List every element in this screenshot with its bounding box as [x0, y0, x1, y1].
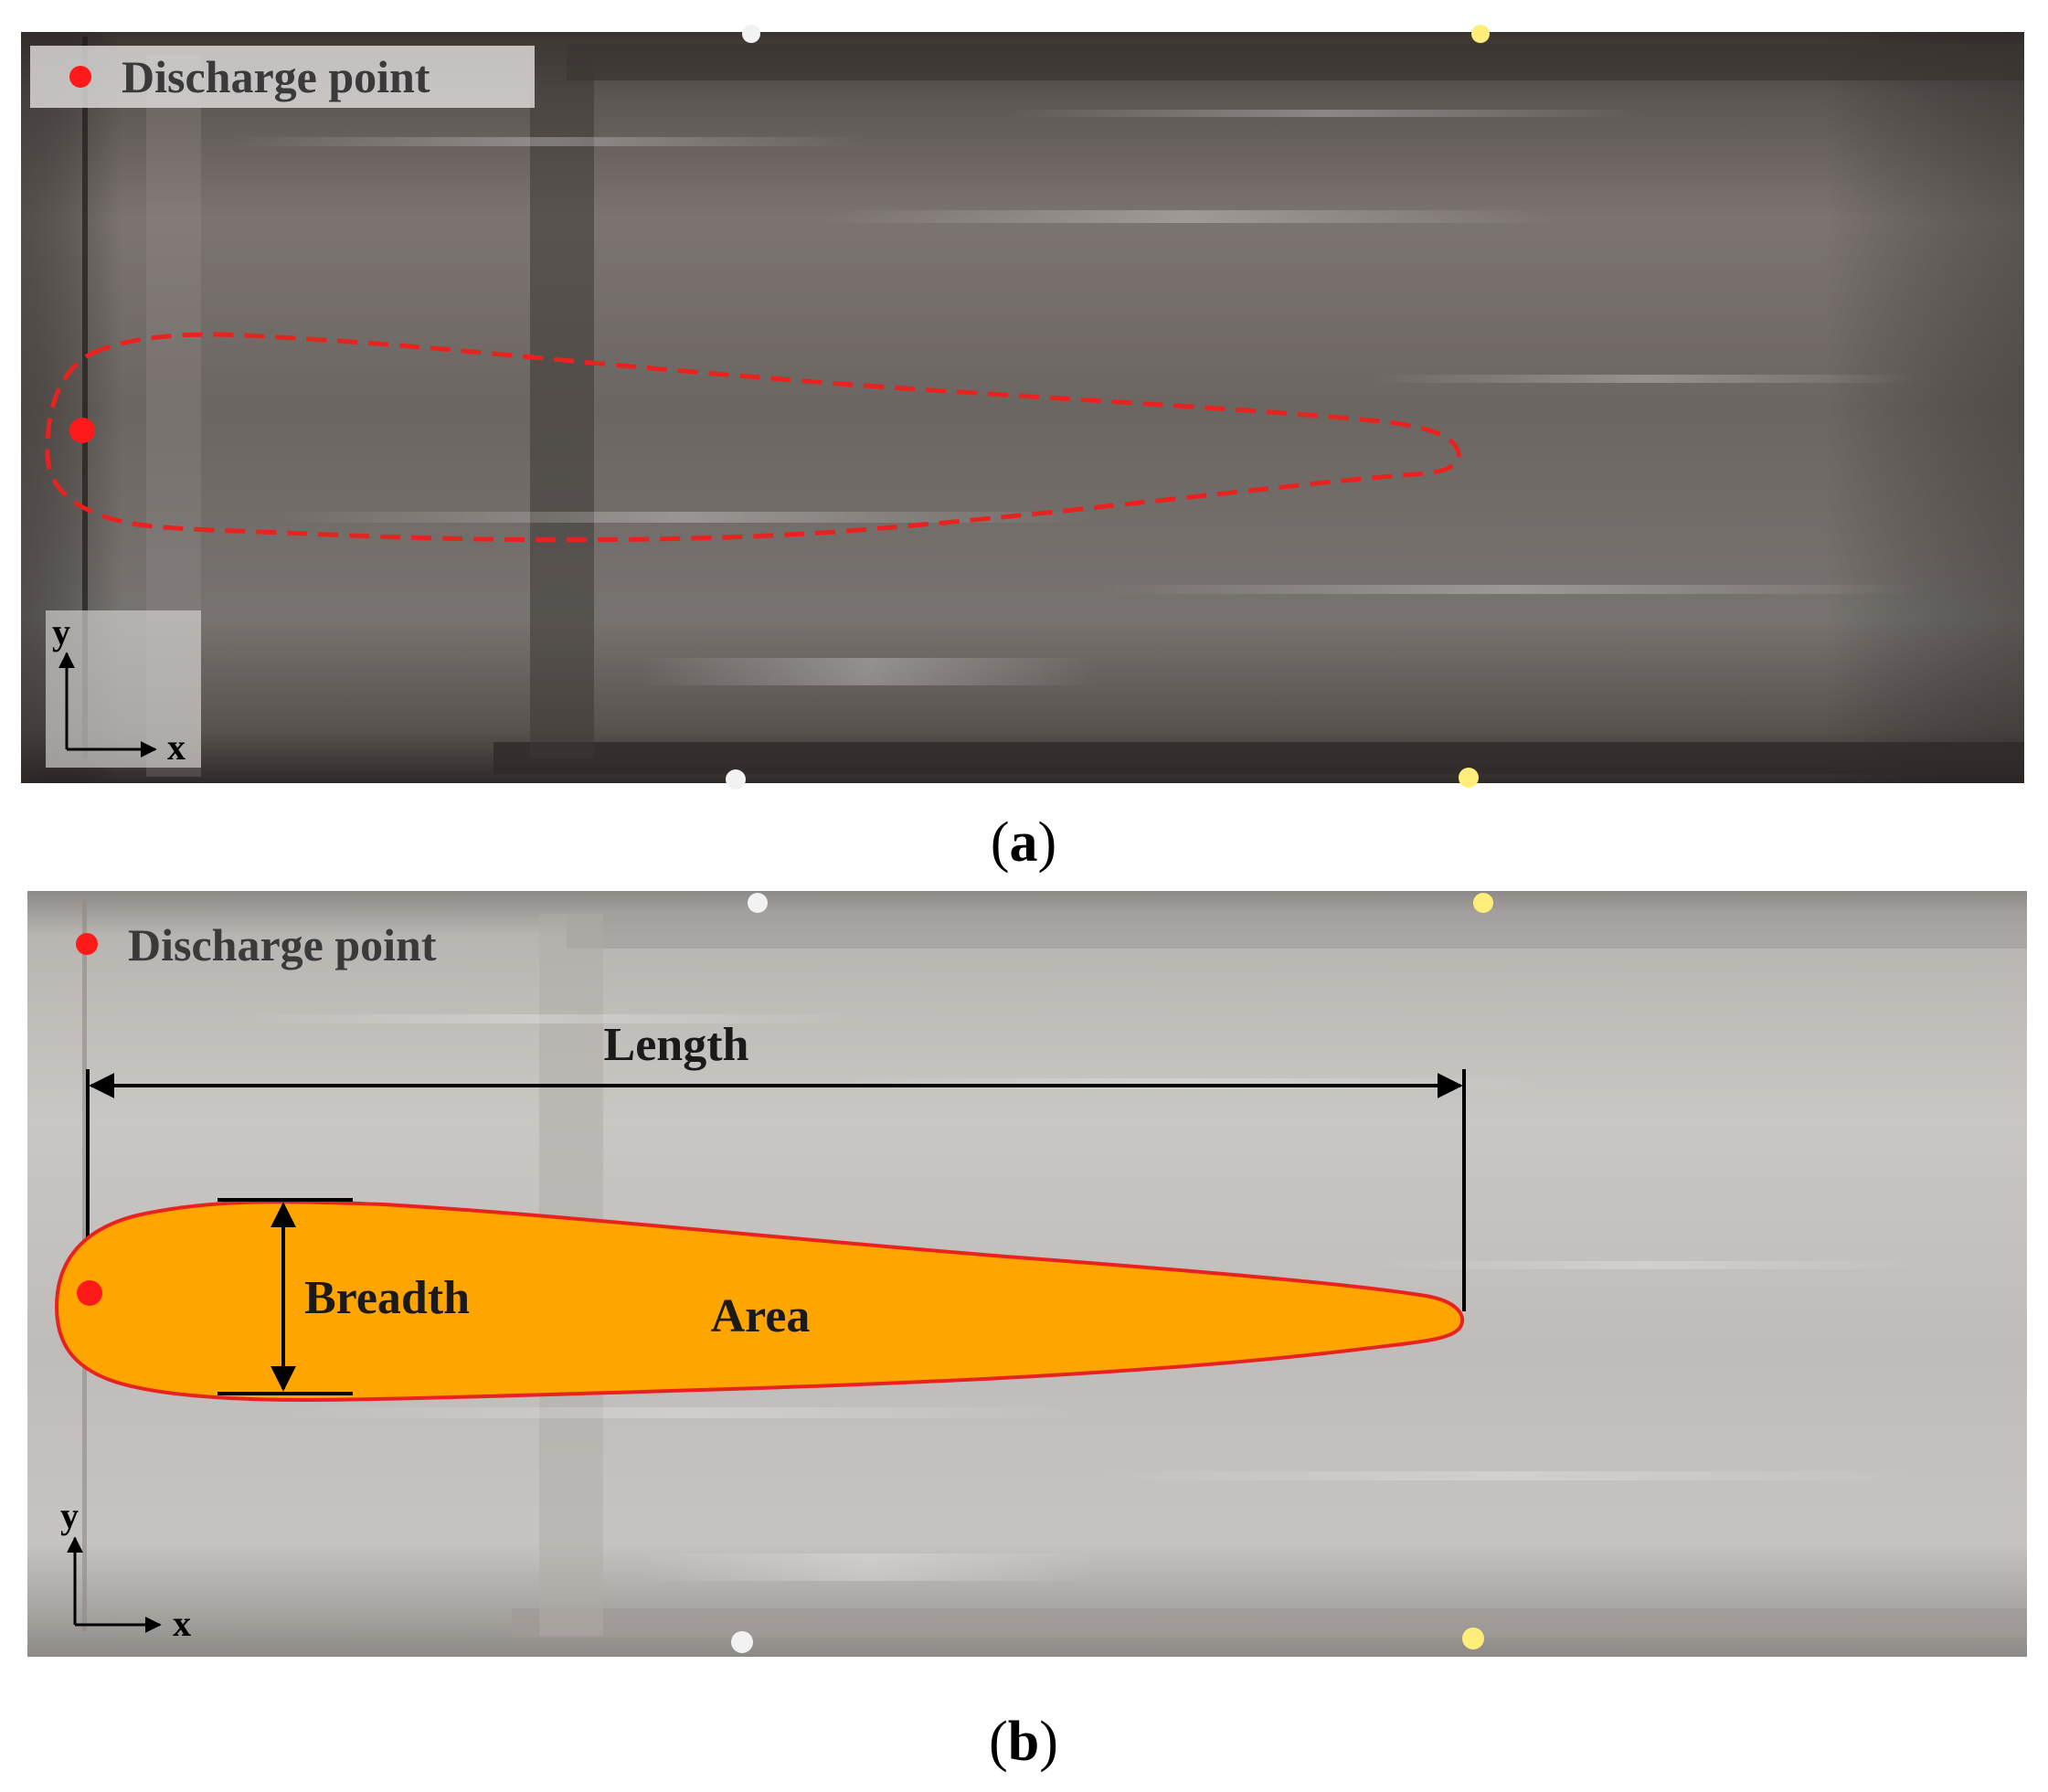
- panel-b-length-label: Length: [604, 1019, 749, 1071]
- panel-a-top-yellow-dot: [1471, 25, 1490, 43]
- panel-b-area-label: Area: [711, 1290, 811, 1342]
- panel-b-bottom-yellow-dot: [1462, 1628, 1484, 1649]
- panel-a-axis-box: [46, 610, 201, 768]
- panel-b-caption: (b): [989, 1711, 1058, 1773]
- panel-a-plume-outline: [45, 332, 1461, 543]
- panel-a-discharge-point: [69, 418, 95, 443]
- panel-b-x-axis-label: x: [173, 1603, 191, 1644]
- panel-b-discharge-point: [77, 1280, 102, 1306]
- panel-b-legend-marker: [76, 933, 98, 955]
- panel-b-y-axis-label: y: [60, 1495, 79, 1536]
- panel-a-y-axis-label: y: [52, 611, 70, 652]
- panel-a-bottom-yellow-dot: [1459, 768, 1479, 788]
- panel-a: Discharge point y x: [21, 25, 2024, 790]
- panel-a-light-streaks: [228, 110, 1919, 685]
- panel-a-x-axis-label: x: [167, 726, 186, 768]
- panel-a-top-white-dot: [742, 25, 760, 43]
- panel-a-bottom-white-dot: [726, 769, 746, 790]
- panel-a-vertical-dark-band: [530, 46, 594, 758]
- panel-b-top-yellow-dot: [1473, 893, 1493, 913]
- panel-b: Discharge point Length Breadth Area y x: [27, 891, 2027, 1657]
- panel-a-caption: (a): [991, 811, 1056, 874]
- panel-a-legend-label: Discharge point: [122, 51, 430, 102]
- panel-a-top-wall-band: [567, 44, 2024, 80]
- panel-b-top-white-dot: [748, 893, 768, 913]
- panel-b-bottom-wall-band: [512, 1608, 2027, 1638]
- panel-b-top-wall-band: [567, 910, 2027, 949]
- panel-a-legend-box: [30, 46, 535, 108]
- panel-a-bottom-wall-band: [493, 742, 2024, 774]
- panel-b-plume-area: [54, 1200, 1465, 1403]
- panel-b-breadth-label: Breadth: [304, 1272, 470, 1324]
- panel-b-bottom-white-dot: [731, 1631, 753, 1653]
- panel-b-legend-label: Discharge point: [128, 919, 437, 970]
- panel-a-legend-marker: [69, 66, 91, 88]
- panel-a-left-dark-strip: [82, 37, 88, 758]
